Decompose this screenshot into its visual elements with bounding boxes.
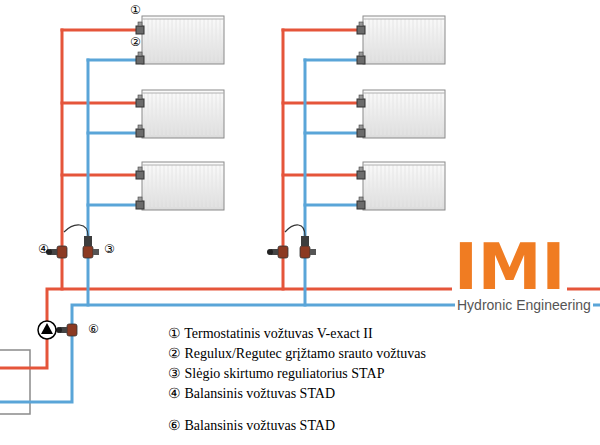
callout-number: ②: [130, 36, 141, 49]
callout-number: ①: [130, 4, 141, 17]
legend-note: ③ Slėgio skirtumo reguliatorius STAP: [168, 366, 384, 381]
callout-number: ⑥: [88, 323, 99, 336]
legend-note: ⑥ Balansinis vožtuvas STAD: [168, 418, 335, 433]
legend-note: ② Regulux/Regutec grįžtamo srauto vožtuv…: [168, 346, 426, 361]
callout-number: ③: [104, 243, 115, 256]
legend-note: ④ Balansinis vožtuvas STAD: [168, 386, 335, 401]
callout-number: ④: [38, 243, 49, 256]
logo-text: IMI: [452, 232, 567, 302]
legend-note: ① Termostatinis vožtuvas V-exact II: [168, 326, 373, 341]
logo-subtitle: Hydronic Engineering: [455, 298, 593, 313]
